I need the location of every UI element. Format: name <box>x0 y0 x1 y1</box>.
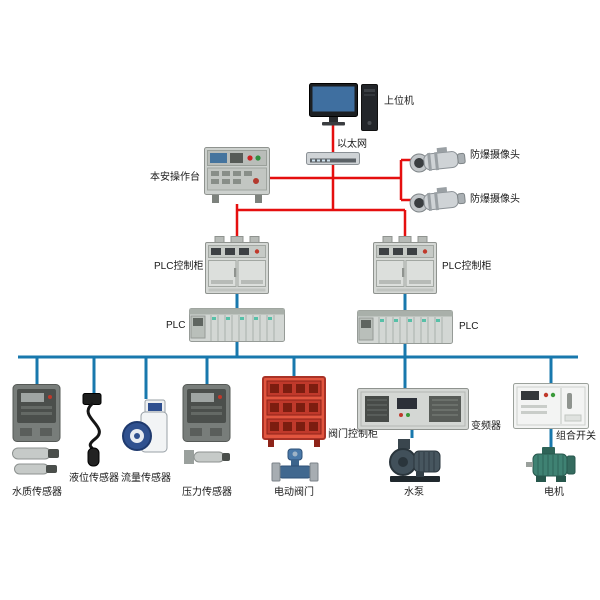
plc-rack-left <box>189 308 285 342</box>
monitor-screen <box>312 86 355 112</box>
sensor-cable <box>86 402 101 451</box>
explosion-proof-camera-top <box>408 146 468 176</box>
camera-bottom-label: 防爆摄像头 <box>470 194 520 205</box>
valve-control-cabinet <box>262 376 326 448</box>
water-pump-label: 水泵 <box>404 487 424 498</box>
sensor-probe <box>87 447 100 467</box>
water-pump <box>386 437 444 483</box>
host-computer <box>309 83 379 133</box>
camera-top-label: 防爆摄像头 <box>470 150 520 161</box>
sensor-probe <box>12 447 51 460</box>
plc-control-cabinet-left <box>205 236 269 294</box>
sensor-probe <box>193 451 225 463</box>
level-sensor <box>71 393 117 467</box>
pressure-sensor <box>182 384 232 480</box>
sensor-probe <box>14 463 49 475</box>
plc-cabinet-left-label: PLC控制柜 <box>154 261 204 272</box>
water-quality-sensor <box>12 384 62 480</box>
flow-sensor <box>121 398 171 460</box>
combination-switch-label: 组合开关 <box>556 431 596 442</box>
level-sensor-label: 液位传感器 <box>69 473 119 484</box>
water-quality-sensor-label: 水质传感器 <box>12 487 62 498</box>
explosion-proof-camera-bottom <box>408 186 468 216</box>
cabinet-handle <box>567 393 572 409</box>
electric-valve-label: 电动阀门 <box>274 487 314 498</box>
ethernet-label: 以太网 <box>337 139 367 150</box>
plc-left-label: PLC <box>166 320 186 331</box>
safe-operation-console <box>204 147 270 204</box>
console-label: 本安操作台 <box>150 172 200 183</box>
frequency-converter-label: 变频器 <box>471 421 501 432</box>
pump-motor <box>413 450 441 473</box>
plc-cabinet-right-label: PLC控制柜 <box>442 261 492 272</box>
console-screen <box>210 153 227 163</box>
host-computer-label: 上位机 <box>384 96 414 107</box>
pressure-sensor-label: 压力传感器 <box>182 487 232 498</box>
motor <box>524 446 580 484</box>
plc-right-label: PLC <box>459 321 479 332</box>
frequency-converter <box>357 388 469 430</box>
motor-shaft <box>526 462 533 467</box>
valve-flange <box>271 462 281 482</box>
ethernet-switch <box>306 152 360 165</box>
plc-control-cabinet-right <box>373 236 437 294</box>
flow-sensor-label: 流量传感器 <box>121 473 171 484</box>
motor-label: 电机 <box>544 487 564 498</box>
plc-rack-right <box>357 310 453 344</box>
combination-switch <box>513 383 589 429</box>
valve-control-cabinet-label: 阀门控制柜 <box>328 429 378 440</box>
electric-valve <box>268 448 320 484</box>
valve-flange <box>309 462 319 482</box>
